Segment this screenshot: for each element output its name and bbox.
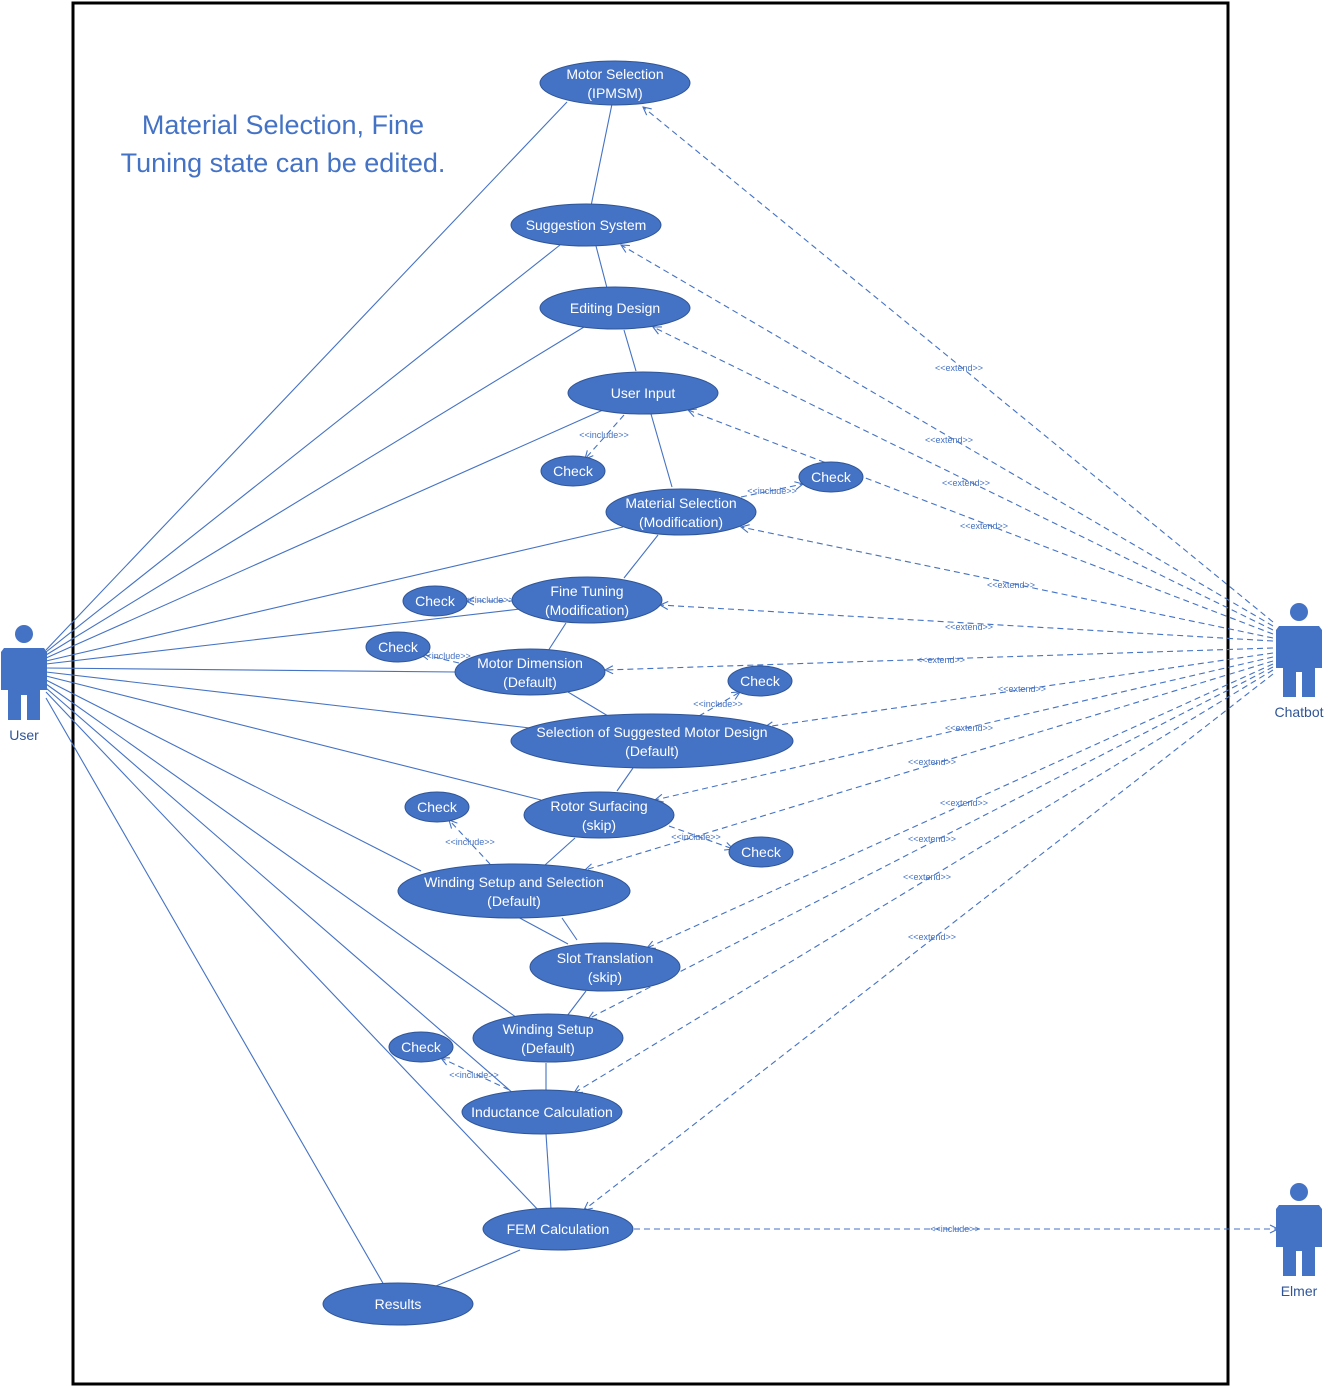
user-actor-label: User [9,727,39,743]
check-inductance[interactable]: Check [388,1031,454,1063]
svg-text:Suggestion System: Suggestion System [526,217,647,233]
svg-text:Motor Dimension: Motor Dimension [477,655,583,671]
extend-label: <<extend>> [945,622,993,632]
note-line-2: Tuning state can be edited. [121,148,446,178]
svg-text:Motor Selection: Motor Selection [566,66,663,82]
extend-label: <<extend>> [960,521,1008,531]
user-actor-icon [1,625,47,720]
extend-label: <<extend>> [908,932,956,942]
svg-text:(Modification): (Modification) [545,602,629,618]
use-case-suggested-motor-design[interactable]: Selection of Suggested Motor Design (Def… [510,713,794,769]
use-case-motor-selection[interactable]: Motor Selection (IPMSM) [539,60,691,106]
check-material-selection[interactable]: Check [798,461,864,493]
svg-text:Inductance Calculation: Inductance Calculation [471,1104,613,1120]
extend-label: <<extend>> [987,580,1035,590]
svg-text:User Input: User Input [611,385,676,401]
use-cases: Motor Selection (IPMSM) Suggestion Syste… [322,60,794,1326]
use-case-results[interactable]: Results [322,1282,474,1326]
svg-text:Rotor Surfacing: Rotor Surfacing [550,798,647,814]
svg-text:(Default): (Default) [521,1040,575,1056]
use-case-rotor-surfacing[interactable]: Rotor Surfacing (skip) [523,791,675,839]
extend-label: <<extend>> [945,723,993,733]
include-label: <<include>> [449,1070,499,1080]
svg-text:Check: Check [811,469,852,485]
svg-text:Results: Results [375,1296,422,1312]
chatbot-actor-label: Chatbot [1274,704,1323,720]
include-label: <<include>> [464,595,514,605]
extend-label: <<extend>> [908,757,956,767]
elmer-actor-icon [1276,1183,1322,1276]
include-label: <<include>> [693,699,743,709]
svg-text:(IPMSM): (IPMSM) [587,85,642,101]
actor-chatbot[interactable]: Chatbot [1274,603,1324,720]
elmer-actor-label: Elmer [1281,1283,1318,1299]
use-case-inductance-calculation[interactable]: Inductance Calculation [461,1089,623,1135]
svg-text:Editing Design: Editing Design [570,300,660,316]
extend-label: <<extend>> [908,834,956,844]
include-label: <<include>> [579,430,629,440]
svg-text:Check: Check [417,799,458,815]
include-label: <<include>> [445,837,495,847]
extend-label: <<extend>> [940,798,988,808]
use-case-motor-dimension[interactable]: Motor Dimension (Default) [454,648,606,696]
use-case-slot-translation[interactable]: Slot Translation (skip) [529,942,681,992]
actor-user[interactable]: User [1,625,47,743]
extend-label: <<extend>> [925,435,973,445]
check-rotor-surfacing[interactable]: Check [728,836,794,868]
use-case-user-input[interactable]: User Input [567,371,719,415]
use-case-fine-tuning[interactable]: Fine Tuning (Modification) [511,576,663,624]
svg-text:Check: Check [740,673,781,689]
include-label: <<include>> [930,1224,980,1234]
chatbot-actor-icon [1276,603,1322,697]
actor-elmer[interactable]: Elmer [1276,1183,1322,1299]
svg-text:(Default): (Default) [487,893,541,909]
extend-label: <<extend>> [917,655,965,665]
use-case-suggestion-system[interactable]: Suggestion System [510,203,662,247]
svg-text:Check: Check [378,639,419,655]
svg-text:Check: Check [401,1039,442,1055]
include-label: <<include>> [671,832,721,842]
check-winding-setup-selection[interactable]: Check [404,791,470,823]
svg-text:Fine Tuning: Fine Tuning [550,583,623,599]
check-user-input[interactable]: Check [540,455,606,487]
svg-text:Check: Check [415,593,456,609]
use-case-winding-setup[interactable]: Winding Setup (Default) [472,1013,624,1063]
extend-label: <<extend>> [942,478,990,488]
check-use-cases: Check Check Check Check Check Check Chec… [365,455,864,1063]
stereotype-labels: <<extend>> <<extend>> <<extend>> <<exten… [421,363,1046,1234]
svg-text:(Default): (Default) [625,743,679,759]
use-case-material-selection[interactable]: Material Selection (Modification) [605,488,757,536]
svg-text:(skip): (skip) [588,969,622,985]
svg-text:Winding Setup and Selection: Winding Setup and Selection [424,874,604,890]
svg-text:Selection of Suggested Motor D: Selection of Suggested Motor Design [536,724,767,740]
svg-text:(skip): (skip) [582,817,616,833]
extend-dependencies [574,107,1274,1210]
svg-text:Slot Translation: Slot Translation [557,950,654,966]
extend-label: <<extend>> [998,684,1046,694]
svg-text:Check: Check [741,844,782,860]
use-case-winding-setup-and-selection[interactable]: Winding Setup and Selection (Default) [397,863,631,919]
check-motor-dimension[interactable]: Check [365,631,431,663]
flow-lines [435,103,673,1287]
use-case-fem-calculation[interactable]: FEM Calculation [482,1207,634,1251]
svg-text:FEM Calculation: FEM Calculation [507,1221,610,1237]
check-suggested-design[interactable]: Check [727,665,793,697]
extend-label: <<extend>> [903,872,951,882]
user-associations [45,101,624,1286]
check-fine-tuning[interactable]: Check [402,585,468,617]
svg-text:(Default): (Default) [503,674,557,690]
svg-text:(Modification): (Modification) [639,514,723,530]
extend-label: <<extend>> [935,363,983,373]
svg-text:Check: Check [553,463,594,479]
svg-text:Material Selection: Material Selection [625,495,736,511]
note-line-1: Material Selection, Fine [142,110,424,140]
include-label: <<include>> [747,486,797,496]
system-boundary [71,1,1230,1386]
include-dependencies [421,414,1278,1229]
use-case-editing-design[interactable]: Editing Design [539,286,691,330]
svg-text:Winding Setup: Winding Setup [502,1021,593,1037]
include-label: <<include>> [421,651,471,661]
